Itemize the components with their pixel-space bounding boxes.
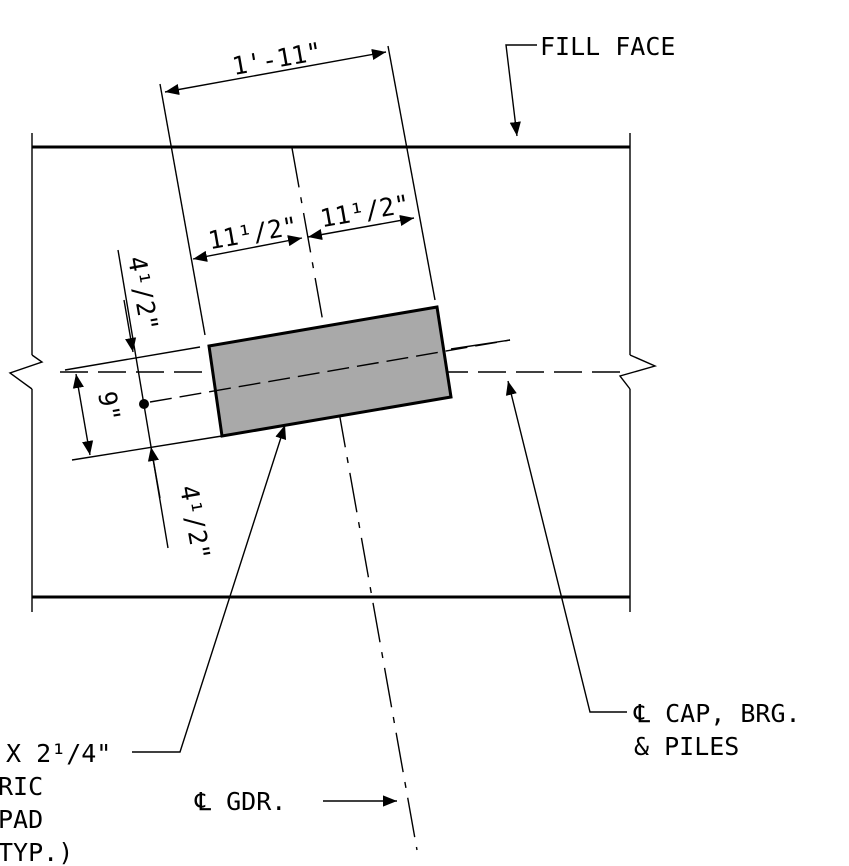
fill-face-leader: [505, 44, 537, 137]
pad-note-line4: TYP.): [0, 838, 73, 866]
dim-edge-bottom-label: 4¹/2": [174, 483, 216, 562]
pad-extension-left-bottom: [71, 435, 223, 461]
dim-width-line: [72, 373, 94, 456]
pad-note-line3: PAD: [0, 805, 43, 834]
fill-face-label: FILL FACE: [540, 32, 675, 61]
cl-cap-label-line2: & PILES: [634, 732, 739, 761]
pad-note-line1: X 2¹/4": [6, 739, 111, 768]
ext-line-left: [159, 83, 206, 336]
dim-edge-top-arrow: [123, 299, 137, 353]
cl-gdr-label: ℄ GDR.: [194, 787, 286, 816]
dim-half-right-line: [307, 214, 415, 241]
dim-width-label: 9": [92, 389, 126, 424]
ext-line-right: [387, 45, 436, 301]
cl-cap-label-line1: ℄ CAP, BRG.: [633, 699, 801, 728]
left-break-symbol: [8, 354, 44, 390]
pad-note-line2: RIC: [0, 772, 43, 801]
pad-extension-right: [450, 339, 511, 350]
dim-edge-bottom-arrow: [147, 446, 161, 499]
right-break-symbol: [618, 354, 658, 390]
pad-extension-left-top: [64, 346, 201, 371]
dim-half-left-label: 11¹/2": [206, 211, 300, 255]
pad-center-point: [139, 399, 149, 409]
pad-note-leader: [132, 424, 287, 753]
dim-half-left-line: [192, 235, 303, 262]
cl-cap-leader: [505, 380, 627, 713]
pad-long-centerline: [149, 339, 511, 403]
dim-overall-line: [164, 48, 387, 96]
dim-width-extension: [117, 249, 169, 549]
girder-centerline: [291, 147, 418, 851]
dim-overall-label: 1'-11": [230, 37, 324, 81]
